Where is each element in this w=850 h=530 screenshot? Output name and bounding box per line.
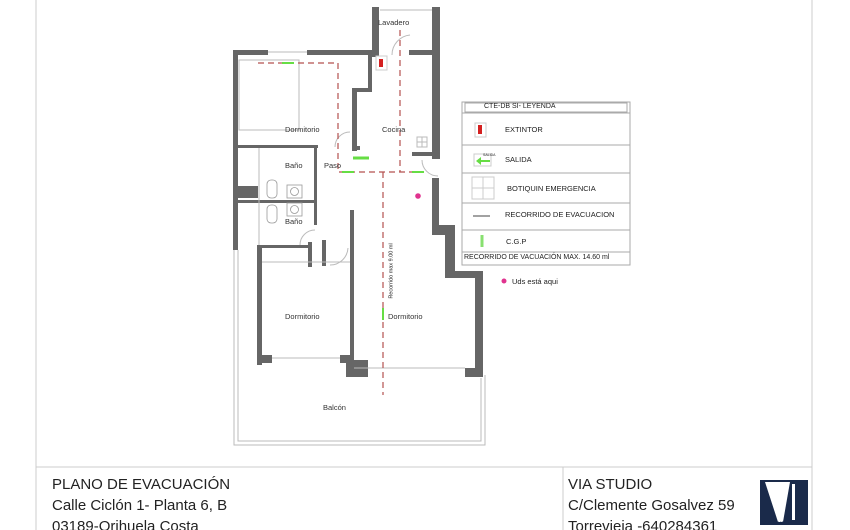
room-label-dormitorio: Dormitorio [285, 125, 320, 134]
room-label-bano: Baño [285, 161, 303, 170]
footer-title: PLANO DE EVACUACIÓN [52, 476, 231, 493]
legend-item-label: BOTIQUIN EMERGENCIA [507, 184, 596, 193]
legend-max-route: RECORRIDO DE VACUACIÓN MAX. 14.60 ml [464, 254, 610, 261]
room-label-paso: Paso [324, 161, 342, 170]
legend-item-label: RECORRIDO DE EVACUACION [505, 210, 615, 219]
legend-title: CTE-DB SI- LEYENDA [484, 103, 556, 110]
room-label-lavadero: Lavadero [378, 18, 410, 27]
via-studio-logo [760, 480, 808, 525]
legend-item-label: C.G.P [506, 237, 527, 246]
footer-company: VIA STUDIO [568, 476, 653, 493]
first-aid-kit-icon [416, 136, 428, 148]
windows-and-doors [238, 34, 465, 369]
legend-you-are-here: Uds está aqui [512, 277, 558, 286]
legend-first-aid-icon [471, 176, 495, 200]
fire-extinguisher-icon [375, 55, 388, 71]
route-length-label: Recorrido max 9.00 ml [388, 243, 395, 299]
balcony-outline [233, 248, 486, 446]
room-label-bano: Baño [285, 217, 303, 226]
legend-item-label: EXTINTOR [505, 125, 543, 134]
footer-address: Calle Ciclón 1- Planta 6, B [52, 497, 228, 514]
legend-box [461, 101, 631, 266]
legend-exit-icon-text: SALIDA [483, 153, 496, 157]
you-are-here-marker [415, 193, 421, 199]
legend-extinguisher-icon [474, 122, 487, 138]
footer-company-address: C/Clemente Gosalvez 59 [568, 497, 735, 514]
footer-postal: 03189-Orihuela Costa [52, 518, 199, 530]
room-label-dormitorio: Dormitorio [388, 312, 423, 321]
logo-text: VIA studio [762, 521, 790, 527]
legend-you-are-here-icon [501, 278, 507, 284]
bathroom-fixtures [266, 179, 303, 224]
legend-exit-icon [473, 153, 492, 167]
exit-arrows [282, 62, 424, 320]
legend-item-label: SALIDA [505, 155, 532, 164]
room-label-dormitorio: Dormitorio [285, 312, 320, 321]
footer-company-city: Torrevieja -640284361 [568, 518, 718, 530]
room-label-balcon: Balcón [323, 403, 346, 412]
room-label-cocina: Cocina [382, 125, 406, 134]
evacuation-route [258, 30, 420, 395]
